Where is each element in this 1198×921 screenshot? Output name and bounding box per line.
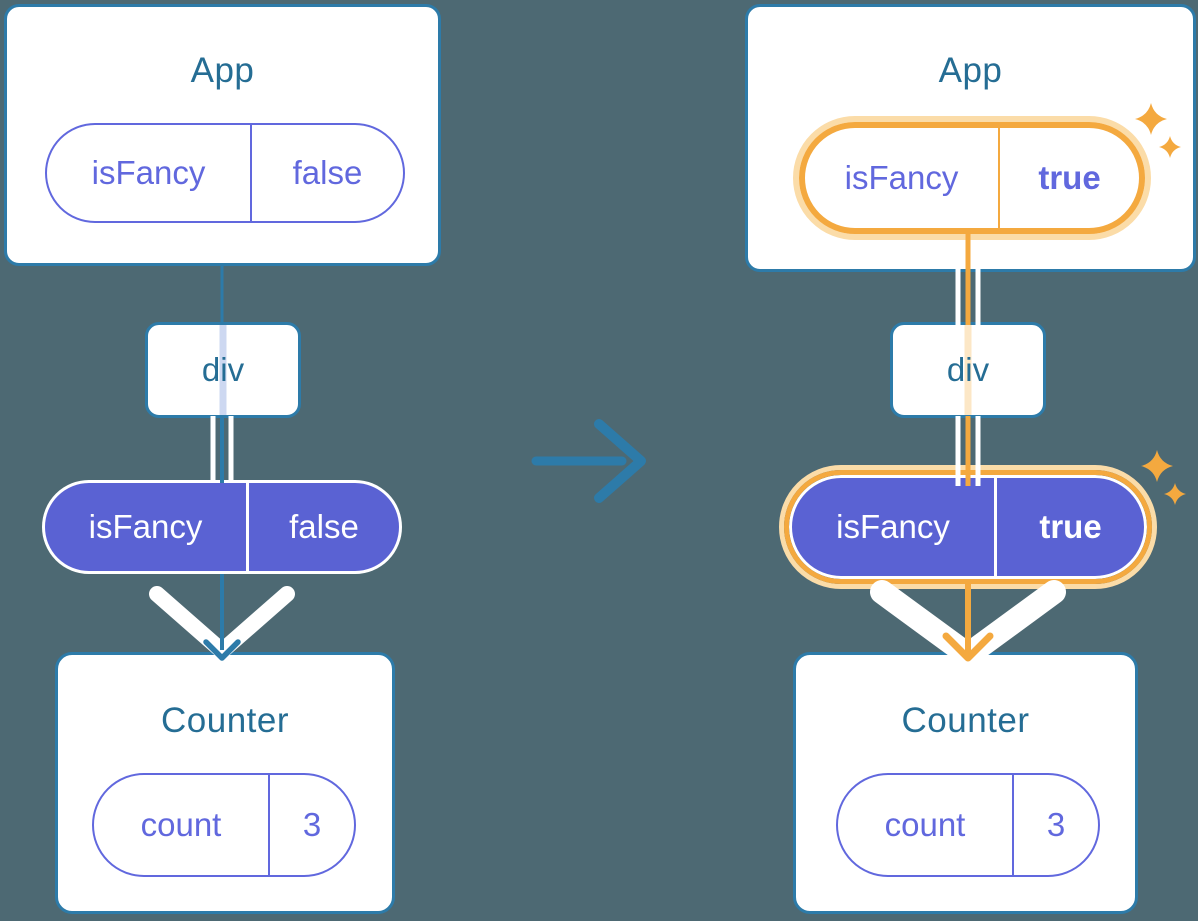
pill-key: isFancy [47,125,252,221]
pass-through-stripe [219,325,227,415]
div-card: div [890,322,1046,418]
counter-pill-value: 3 [302,806,322,843]
counter-pill-key: count [94,775,270,875]
counter-pill: count 3 [92,773,356,877]
right-highlight-chevron [870,580,1066,667]
pill-value: true [1038,159,1101,196]
div-card: div [145,322,301,418]
app-title: App [190,51,255,90]
state-pill-key: isFancy [792,478,997,576]
counter-title: Counter [901,701,1030,740]
counter-title: Counter [160,701,290,740]
state-pill-value: false [289,508,359,545]
right-down-arrow-icon [942,584,994,662]
counter-pill-key: count [838,775,1014,875]
counter-card: Counter count 3 [55,652,395,914]
counter-pill-value: 3 [1046,806,1066,843]
pass-through-stripe [964,325,972,415]
pill-value: false [292,154,363,191]
state-pill-key: isFancy [45,483,249,571]
counter-card: Counter count 3 [793,652,1138,914]
div-label: div [201,351,245,388]
app-card: App isFancy false [4,4,441,266]
app-card: App isFancy true [745,4,1196,272]
state-pill-value: true [1039,508,1102,545]
left-pipe [210,416,234,483]
div-label: div [946,351,990,388]
props-pill-highlighted: isFancy true [793,116,1151,240]
counter-pill: count 3 [836,773,1100,877]
left-down-arrow-icon [203,574,241,661]
props-pill: isFancy false [45,123,405,223]
pill-key: isFancy [805,128,1000,228]
left-highlight-chevron [149,586,295,659]
state-pill: isFancy false [42,480,402,574]
right-arrow-icon [531,419,646,503]
state-pill-highlighted: isFancy true [779,465,1157,589]
app-title: App [938,51,1003,90]
right-pipe-upper [955,268,981,325]
